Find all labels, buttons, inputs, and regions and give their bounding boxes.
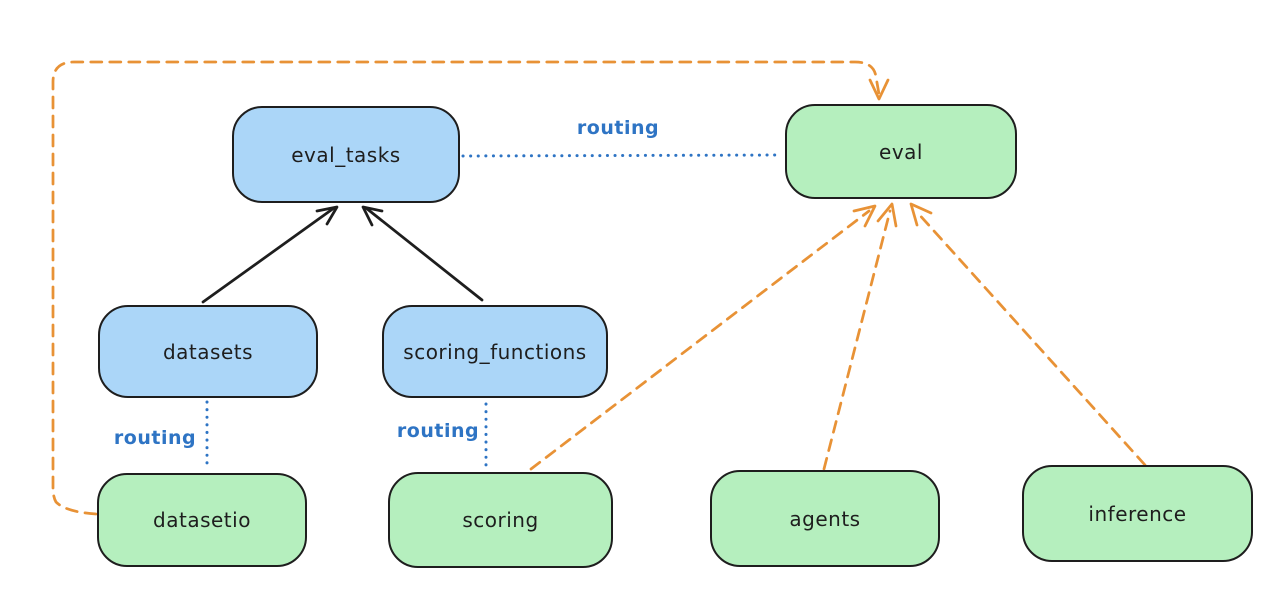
- node-inference-label: inference: [1088, 501, 1187, 526]
- edge-scoring-functions-to-eval-tasks: [364, 206, 484, 302]
- node-datasetio: datasetio: [97, 473, 307, 567]
- routing-label-datasets-datasetio: routing: [113, 427, 197, 449]
- node-datasets: datasets: [98, 305, 318, 398]
- node-scoring: scoring: [388, 472, 613, 568]
- edge-agents-to-eval: [822, 209, 892, 471]
- node-inference: inference: [1022, 465, 1253, 562]
- node-scoring-label: scoring: [462, 508, 539, 532]
- node-scoring-functions: scoring_functions: [382, 305, 608, 398]
- node-eval-label: eval: [879, 139, 923, 164]
- node-agents-label: agents: [789, 506, 861, 531]
- node-datasetio-label: datasetio: [153, 508, 251, 532]
- node-datasets-label: datasets: [162, 339, 254, 364]
- arrowhead-agents-to-eval: [876, 202, 898, 228]
- arrowhead-datasets-to-eval-tasks: [315, 205, 339, 226]
- edge-inference-to-eval: [914, 209, 1147, 467]
- routing-label-scoring-functions-scoring: routing: [396, 420, 480, 442]
- arrowhead-scoring-to-eval: [852, 204, 877, 228]
- node-scoring-functions-label: scoring_functions: [403, 339, 587, 364]
- arrowhead-datasetio-to-eval: [868, 78, 890, 101]
- edge-eval-tasks-to-eval: [461, 153, 784, 158]
- node-agents: agents: [710, 470, 940, 567]
- solid-arrow-edges: [201, 205, 484, 304]
- routing-label-eval-tasks-eval: routing: [576, 117, 660, 139]
- node-eval-tasks-label: eval_tasks: [291, 142, 401, 167]
- node-eval: eval: [785, 104, 1017, 199]
- node-eval-tasks: eval_tasks: [232, 106, 460, 203]
- edge-datasets-to-eval-tasks: [201, 206, 336, 304]
- arrowhead-scoring-functions-to-eval-tasks: [361, 205, 384, 227]
- arrowhead-inference-to-eval: [909, 202, 933, 227]
